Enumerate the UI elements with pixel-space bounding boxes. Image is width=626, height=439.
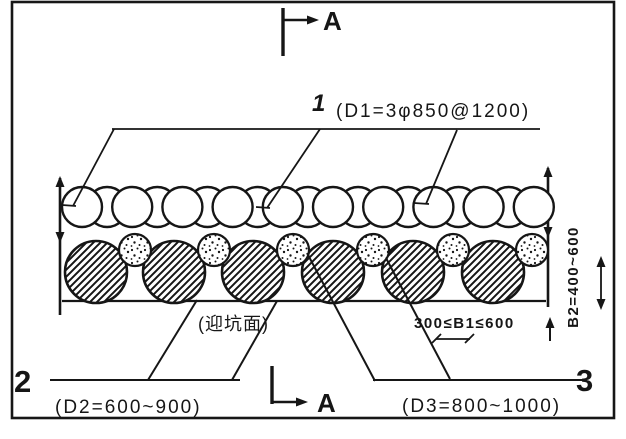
pile-circle [300, 239, 366, 305]
drawing-frame [10, 0, 616, 420]
pile1-spec-label: (D1=3φ850@1200) [336, 101, 530, 122]
pile-circle [355, 232, 391, 268]
back-pile-row-primary [63, 239, 526, 305]
pile-circle [514, 232, 550, 268]
pile-circle [141, 239, 207, 305]
left-edge-arrow-mid [55, 232, 65, 243]
left-edge-arrow-top [55, 176, 65, 187]
right-edge-arrow-top [543, 166, 553, 177]
section-label-top: A [323, 6, 343, 36]
pile3-spec-label: (D3=800~1000) [402, 396, 561, 417]
pile-circle [462, 185, 505, 229]
pile2-spec-label: (D2=600~900) [55, 397, 202, 418]
b1-dimension: 300≤B1≤600 [414, 315, 515, 344]
pile-circle [110, 185, 154, 229]
section-marker-bottom: A [270, 366, 337, 418]
pile3-number: 3 [576, 363, 593, 398]
b2-dimension: B2=400~600 [545, 226, 606, 341]
pile-circle [196, 232, 232, 268]
pile1-leader [61, 128, 540, 209]
pile-circle [211, 185, 254, 229]
b1-label: 300≤B1≤600 [414, 315, 515, 332]
section-arrow-head-top [307, 15, 319, 25]
back-pile-row-infill [117, 232, 550, 268]
pile2-leader [50, 299, 278, 381]
pile-circle [161, 185, 204, 229]
pile1-number: 1 [312, 90, 325, 117]
front-pile-row [60, 185, 555, 229]
pile-circle [117, 232, 153, 268]
section-marker-top: A [281, 6, 343, 56]
pile-circle [435, 232, 471, 268]
pile3-leader [306, 252, 584, 382]
section-arrow-head-bottom [296, 397, 308, 407]
section-label-bottom: A [317, 388, 337, 418]
pile-circle [275, 232, 311, 268]
pile-circle [311, 185, 355, 229]
wall-left-edge [55, 176, 65, 315]
pile-circle [362, 185, 405, 229]
pile-circle [60, 185, 104, 229]
pit-face-label: (迎坑面) [198, 314, 269, 334]
b2-label: B2=400~600 [565, 226, 582, 328]
b1-arrow [431, 333, 475, 344]
pile-circle [261, 185, 304, 229]
pile-circle [460, 239, 526, 305]
pile-circle [220, 239, 286, 305]
pile-circle [412, 185, 455, 229]
b2-extent-arrow [545, 317, 555, 328]
pile2-number: 2 [14, 364, 31, 399]
pile-circle [380, 239, 446, 305]
pile-circle [63, 239, 129, 305]
pile-circle [512, 185, 555, 229]
b2-arrow [596, 256, 606, 310]
right-edge-arrow-mid [543, 227, 553, 238]
wall-right-edge [543, 166, 553, 307]
